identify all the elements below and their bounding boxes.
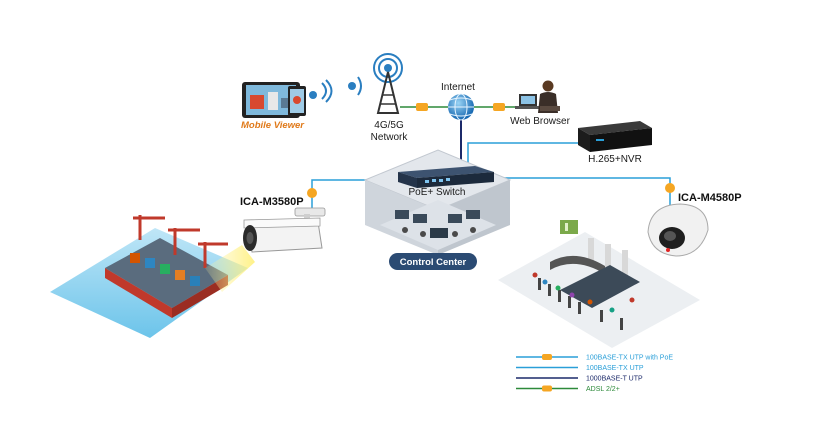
airport-scene (498, 220, 700, 348)
cell-tower-icon (348, 53, 403, 114)
legend-label: 100BASE-TX UTP (586, 365, 644, 372)
legend-item: 100BASE-TX UTP with PoE (516, 354, 673, 362)
poe-line-switch-right-camera (494, 177, 671, 205)
poe-switch-device (398, 166, 494, 188)
legend-badge (542, 354, 552, 360)
right-camera-label: ICA-M4580P (678, 192, 742, 204)
adsl-badge (416, 103, 428, 111)
poe-badge (665, 183, 675, 193)
utp-line-nvr-switch (467, 142, 578, 172)
network-label-line1: 4G/5G (374, 120, 404, 131)
mobile-viewer-device (242, 79, 333, 118)
web-browser-user-icon (515, 80, 560, 113)
poe-badge (307, 188, 317, 198)
port-scene (50, 215, 248, 338)
web-browser-label: Web Browser (510, 116, 571, 127)
control-center-room (363, 149, 512, 255)
control-center-label: Control Center (400, 257, 467, 268)
dome-camera-icon (647, 203, 709, 257)
line-badges (307, 103, 675, 198)
wifi-icon (309, 91, 317, 99)
network-label-line2: Network (371, 132, 409, 143)
mobile-viewer-label: Mobile Viewer (241, 120, 305, 131)
legend-label: 1000BASE-T UTP (586, 376, 643, 383)
internet-label: Internet (441, 82, 475, 93)
control-center-badge (389, 253, 477, 270)
switch-label: PoE+ Switch (409, 187, 466, 198)
bullet-camera-icon (243, 207, 326, 253)
left-camera-label: ICA-M3580P (240, 196, 304, 208)
legend-label: 100BASE-TX UTP with PoE (586, 355, 673, 362)
legend-label: ADSL 2/2+ (586, 386, 620, 393)
legend-item: 1000BASE-T UTP (516, 376, 643, 383)
camera-light-beam (205, 245, 255, 292)
adsl-badge (493, 103, 505, 111)
legend-item: 100BASE-TX UTP (516, 365, 644, 372)
legend-badge (542, 385, 552, 392)
nvr-device-icon (578, 121, 652, 152)
nvr-label: H.265+NVR (588, 154, 642, 165)
internet-globe-icon (448, 93, 474, 121)
legend: 100BASE-TX UTP with PoE 100BASE-TX UTP 100… (516, 354, 673, 393)
legend-item: ADSL 2/2+ (516, 385, 620, 393)
